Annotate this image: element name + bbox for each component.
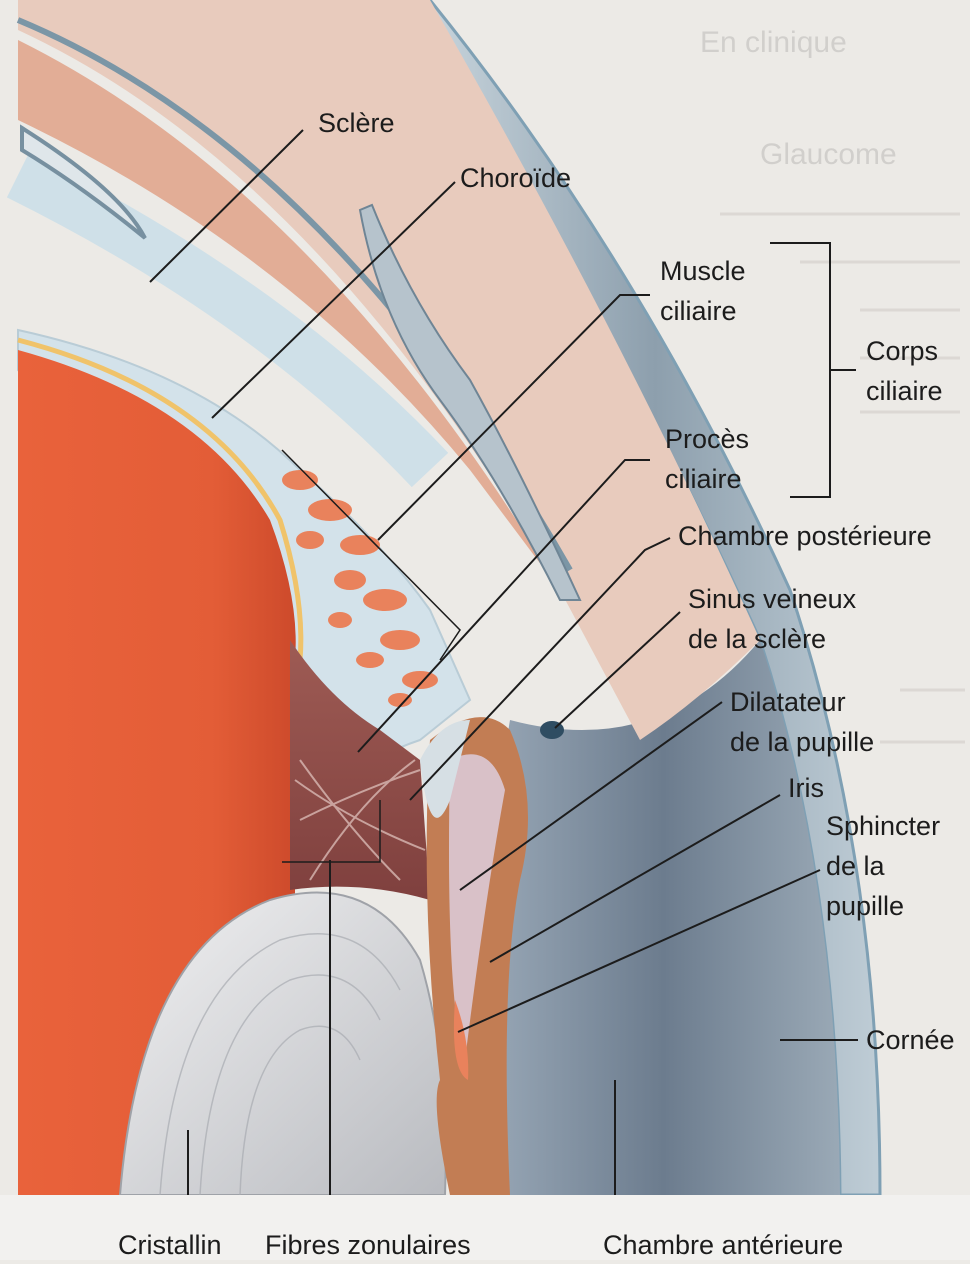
label-sclere: Sclère [318, 104, 395, 142]
label-cristallin: Cristallin [118, 1226, 222, 1264]
label-cornee: Cornée [866, 1021, 955, 1059]
label-corps-ciliaire-2: ciliaire [866, 372, 943, 410]
label-sphincter-1: Sphincter [826, 807, 940, 845]
label-proces-ciliaire-2: ciliaire [665, 460, 742, 498]
label-chambre-posterieure: Chambre postérieure [678, 517, 932, 555]
label-corps-ciliaire-1: Corps [866, 332, 938, 370]
label-dilatateur-1: Dilatateur [730, 683, 846, 721]
label-sinus-1: Sinus veineux [688, 580, 856, 618]
label-sphincter-3: pupille [826, 887, 904, 925]
label-muscle-ciliaire-2: ciliaire [660, 292, 737, 330]
label-chambre-anterieure: Chambre antérieure [603, 1226, 843, 1264]
label-dilatateur-2: de la pupille [730, 723, 874, 761]
label-choroide: Choroïde [460, 159, 571, 197]
label-fibres-zonulaires: Fibres zonulaires [265, 1226, 471, 1264]
label-sinus-2: de la sclère [688, 620, 826, 658]
corps-ciliaire-bracket [770, 243, 856, 497]
label-proces-ciliaire-1: Procès [665, 420, 749, 458]
label-muscle-ciliaire-1: Muscle [660, 252, 746, 290]
label-sphincter-2: de la [826, 847, 885, 885]
label-iris: Iris [788, 769, 824, 807]
